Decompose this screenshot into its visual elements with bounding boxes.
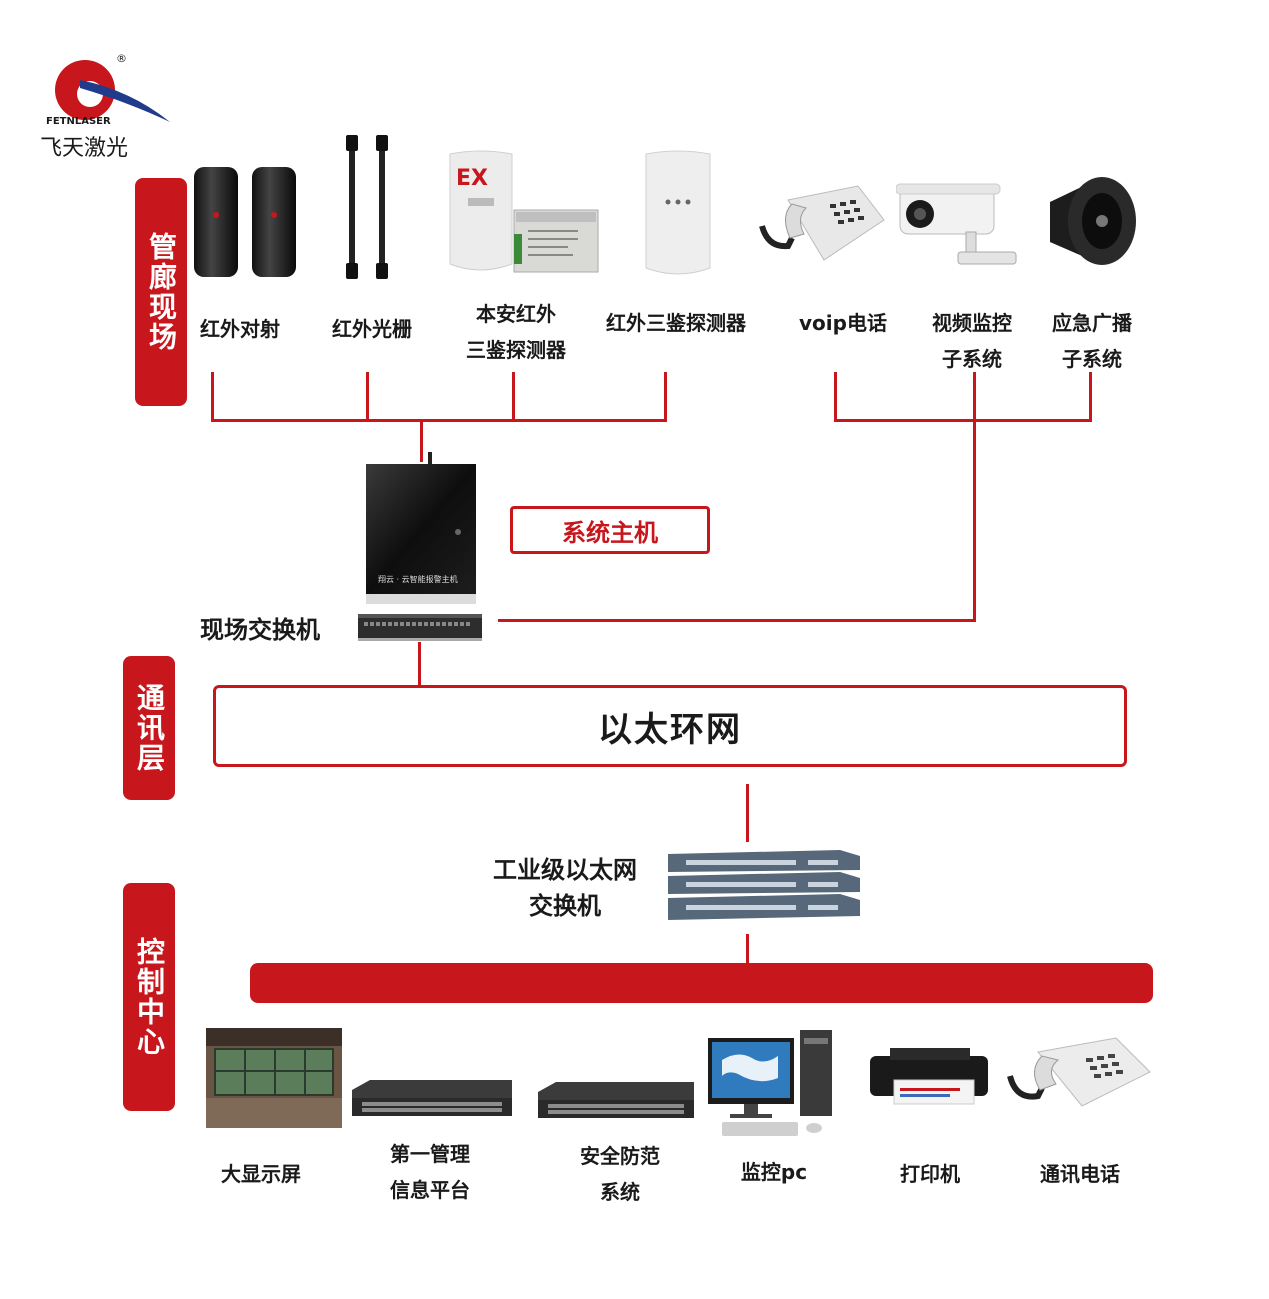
system-host-device: 翔云 · 云智能报警主机 [366,452,476,604]
connector-line [746,784,749,842]
brand-name-en: FETNLASER [46,116,111,127]
rack-server-icon [352,1080,512,1116]
control-device-printer [870,1048,992,1106]
connector-line [420,422,423,462]
connector-line [834,372,837,422]
label-video-wall: 大显示屏 [221,1162,301,1186]
telephone-icon [1007,1037,1151,1107]
section-tab-control-label: 控制中心 [133,937,166,1057]
label-printer: 打印机 [900,1162,960,1186]
video-wall-icon [206,1028,342,1128]
system-host-label: 系统主机 [562,518,658,547]
control-bus-bar [250,963,1153,1003]
label-security-system-line1: 安全防范 [580,1144,660,1168]
section-tab-comm-label: 通讯层 [133,683,166,773]
site-device-ex-detector: EX [446,148,601,278]
speaker-horn-icon [1050,177,1136,265]
infrared-beam-icon [194,167,296,277]
connector-line [498,619,976,622]
alarm-host-icon [366,452,476,604]
label-infrared-beam: 红外对射 [200,317,280,341]
ethernet-ring-box: 以太环网 [213,685,1127,767]
site-bus-right [834,419,1092,422]
site-device-infrared-beam [192,165,302,280]
connector-line [973,372,976,622]
control-device-security-system [538,1082,694,1122]
industrial-switch-label-line1: 工业级以太网 [493,856,637,884]
label-ex-detector-line2: 三鉴探测器 [466,338,566,362]
section-tab-site: 管廊现场 [135,178,187,406]
industrial-switch-device [668,850,860,922]
label-mgmt-platform-line2: 信息平台 [390,1178,470,1202]
label-horn-line2: 子系统 [1062,347,1122,371]
fetnlaser-logo-icon [55,60,170,122]
label-monitor-pc: 监控pc [740,1160,808,1184]
explosion-proof-detector-icon [449,150,599,273]
label-cctv-line1: 视频监控 [932,311,1012,335]
label-telephone: 通讯电话 [1040,1162,1120,1186]
site-bus-left [211,419,667,422]
control-device-mgmt-platform [352,1080,512,1120]
site-device-infrared-grating [338,133,398,283]
connector-line [664,372,667,422]
connector-line [211,372,214,422]
section-tab-control: 控制中心 [123,883,175,1111]
printer-icon [870,1048,988,1105]
label-mgmt-platform-line1: 第一管理 [390,1142,470,1166]
site-device-voip-phone [758,180,888,270]
triple-tech-detector-icon [645,150,711,275]
voip-phone-icon [759,185,885,261]
control-device-monitor-pc [708,1030,836,1150]
label-ex-detector-line1: 本安红外 [476,302,556,326]
label-infrared-grating: 红外光栅 [332,317,412,341]
section-tab-site-label: 管廊现场 [145,232,178,352]
registered-mark: ® [116,52,127,65]
cctv-camera-icon [896,183,1017,265]
industrial-switch-label-line2: 交换机 [529,892,601,920]
label-security-system-line2: 系统 [600,1180,640,1204]
rack-server-icon [538,1082,694,1118]
ethernet-ring-label: 以太环网 [598,709,742,750]
site-device-triple-detector [642,148,714,280]
brand-logo: ® FETNLASER 飞天激光 [40,50,180,165]
field-switch-label: 现场交换机 [200,616,320,644]
stacked-switch-icon [668,850,860,920]
label-voip-phone: voip电话 [799,311,887,335]
infrared-grating-icon [346,135,388,279]
connector-line [512,372,515,422]
connector-line [418,642,421,686]
desktop-pc-icon [708,1030,832,1136]
system-host-label-box: 系统主机 [510,506,710,554]
section-tab-comm: 通讯层 [123,656,175,800]
host-device-text: 翔云 · 云智能报警主机 [378,575,458,584]
brand-name-cn: 飞天激光 [40,136,129,161]
connector-line [746,934,749,964]
field-switch-device [358,610,482,642]
network-switch-icon [358,614,482,641]
connector-line [1089,372,1092,422]
label-horn-line1: 应急广播 [1052,311,1132,335]
site-device-cctv [896,182,1020,270]
connector-line [366,372,369,422]
label-cctv-line2: 子系统 [942,347,1002,371]
control-device-telephone [1004,1034,1154,1112]
label-triple-detector: 红外三鉴探测器 [606,311,746,335]
ex-badge: EX [456,166,488,191]
site-device-horn [1040,172,1144,270]
control-device-video-wall [206,1028,342,1128]
